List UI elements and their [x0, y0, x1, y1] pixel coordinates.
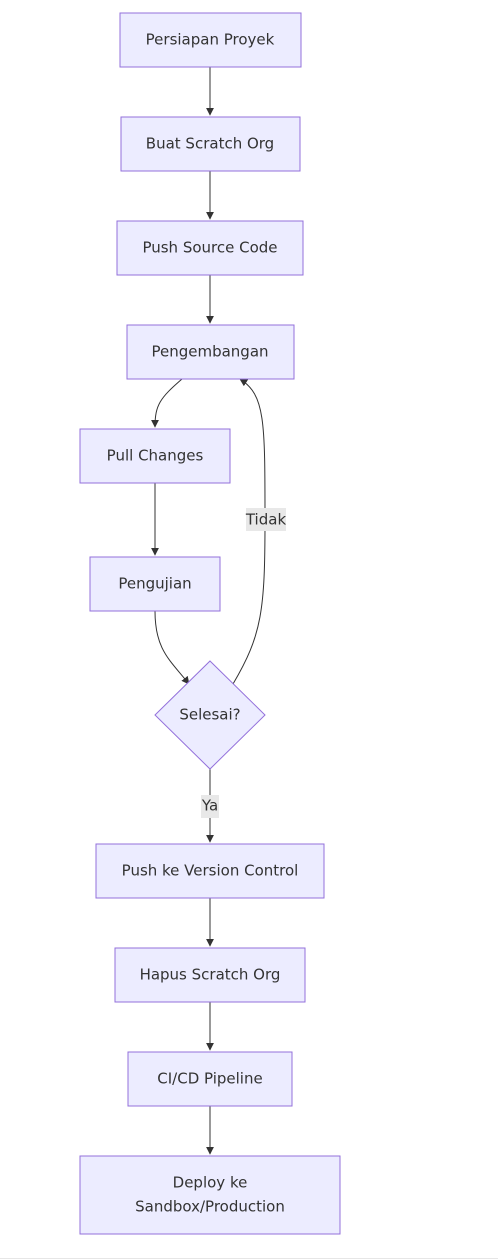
node-persiapan-proyek-label: Persiapan Proyek — [146, 31, 275, 49]
node-push-version-control: Push ke Version Control — [95, 843, 325, 899]
edge-pengujian-to-selesai — [154, 610, 190, 685]
node-pengembangan: Pengembangan — [126, 324, 295, 380]
edge-label-ya: Ya — [201, 795, 219, 818]
node-cicd-pipeline-label: CI/CD Pipeline — [157, 1070, 262, 1088]
node-deploy-label-line1: Deploy ke — [173, 1174, 248, 1192]
node-pengujian-label: Pengujian — [118, 575, 191, 593]
node-buat-scratch-org: Buat Scratch Org — [120, 116, 301, 172]
edge-label-tidak: Tidak — [245, 508, 287, 531]
node-pengembangan-label: Pengembangan — [151, 343, 268, 361]
node-deploy-label-line2: Sandbox/Production — [135, 1198, 285, 1216]
edge-pengembangan-to-pull — [151, 378, 183, 428]
node-pull-changes-label: Pull Changes — [107, 447, 204, 465]
node-selesai-label: Selesai? — [179, 706, 240, 724]
node-hapus-scratch-org-label: Hapus Scratch Org — [140, 966, 281, 984]
node-selesai-decision: Selesai? — [154, 660, 266, 770]
bottom-divider — [0, 1258, 498, 1259]
node-hapus-scratch-org: Hapus Scratch Org — [114, 947, 306, 1003]
node-push-source-code-label: Push Source Code — [142, 239, 277, 257]
node-deploy: Deploy ke Sandbox/Production — [79, 1155, 341, 1235]
node-persiapan-proyek: Persiapan Proyek — [119, 12, 302, 68]
node-pengujian: Pengujian — [89, 556, 221, 612]
node-buat-scratch-org-label: Buat Scratch Org — [146, 135, 274, 153]
edge-label-tidak-text: Tidak — [245, 511, 287, 529]
node-pull-changes: Pull Changes — [79, 428, 231, 484]
edge-label-ya-text: Ya — [201, 797, 218, 815]
node-push-source-code: Push Source Code — [116, 220, 304, 276]
node-cicd-pipeline: CI/CD Pipeline — [127, 1051, 293, 1107]
node-push-version-control-label: Push ke Version Control — [122, 862, 299, 880]
edge-selesai-to-pengembangan — [232, 378, 266, 685]
